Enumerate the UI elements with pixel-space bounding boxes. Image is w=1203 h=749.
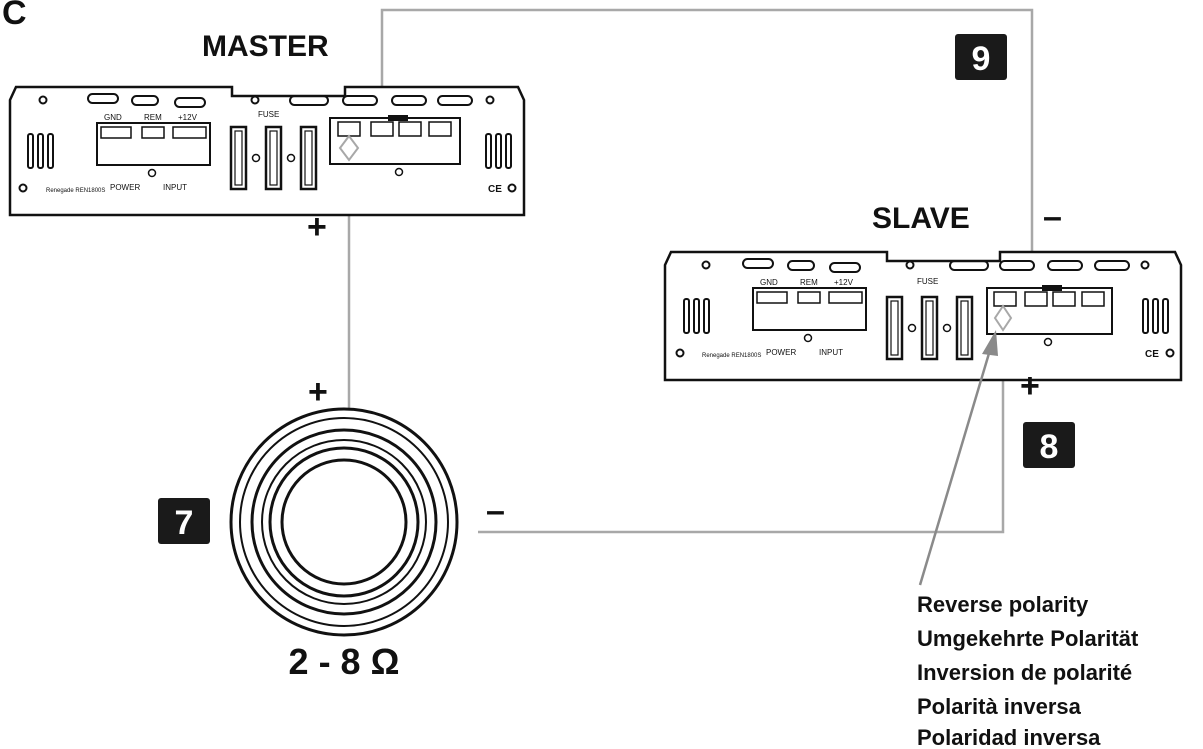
slave-minus-sign: – <box>1043 198 1062 236</box>
badge-7: 7 <box>158 498 210 544</box>
reverse-polarity-callout: Reverse polarity Umgekehrte Polarität In… <box>917 592 1139 749</box>
callout-line-de: Umgekehrte Polarität <box>917 626 1139 651</box>
slave-power-label: POWER <box>766 348 796 357</box>
badge-9-label: 9 <box>972 40 991 78</box>
slave-input-label: INPUT <box>819 348 843 357</box>
figure-letter: C <box>2 0 27 32</box>
slave-fuse-block: FUSE <box>885 277 974 361</box>
badge-9: 9 <box>955 34 1007 80</box>
slave-logo: Renegade REN1800S <box>702 353 761 359</box>
master-title: MASTER <box>202 30 329 63</box>
master-amplifier: MASTER <box>8 30 526 217</box>
badge-8: 8 <box>1023 422 1075 468</box>
badge-8-label: 8 <box>1040 428 1059 466</box>
slave-plus-sign: + <box>1020 367 1040 405</box>
master-fuse-label: FUSE <box>258 110 279 119</box>
slave-amplifier: SLAVE GND <box>663 202 1183 382</box>
callout-line-en: Reverse polarity <box>917 592 1089 617</box>
speaker-plus-sign: + <box>308 373 328 411</box>
wire-speaker-minus-to-slave <box>478 322 1005 534</box>
callout-line-fr: Inversion de polarité <box>917 660 1132 685</box>
speaker-impedance: 2 - 8 Ω <box>289 641 400 682</box>
slave-speaker-terminal-block <box>986 285 1113 347</box>
slave-ce-mark: CE <box>1145 349 1159 360</box>
badge-7-label: 7 <box>175 504 194 542</box>
slave-rem-label: REM <box>800 278 818 287</box>
wire-bridge-master-to-slave <box>380 8 1034 290</box>
master-logo: Renegade REN1800S <box>46 188 105 194</box>
speaker <box>229 407 459 637</box>
master-power-terminal-block: GND REM +12V POWER INPUT <box>96 113 211 192</box>
slave-power-terminal-block: GND REM +12V POWER INPUT <box>752 278 867 357</box>
slave-fuse-label: FUSE <box>917 277 938 286</box>
master-fuse-block: FUSE <box>229 110 318 191</box>
slave-gnd-label: GND <box>760 278 778 287</box>
master-plus-sign: + <box>307 208 327 246</box>
master-input-label: INPUT <box>163 183 187 192</box>
reverse-polarity-arrow <box>918 330 998 586</box>
callout-line-es: Polaridad inversa <box>917 725 1101 749</box>
speaker-minus-sign: – <box>486 492 505 530</box>
master-12v-label: +12V <box>178 113 198 122</box>
slave-title: SLAVE <box>872 202 970 235</box>
master-gnd-label: GND <box>104 113 122 122</box>
master-ce-mark: CE <box>488 184 502 195</box>
master-rem-label: REM <box>144 113 162 122</box>
master-power-label: POWER <box>110 183 140 192</box>
slave-12v-label: +12V <box>834 278 854 287</box>
master-speaker-terminal-block <box>329 115 461 177</box>
callout-line-it: Polarità inversa <box>917 694 1082 719</box>
